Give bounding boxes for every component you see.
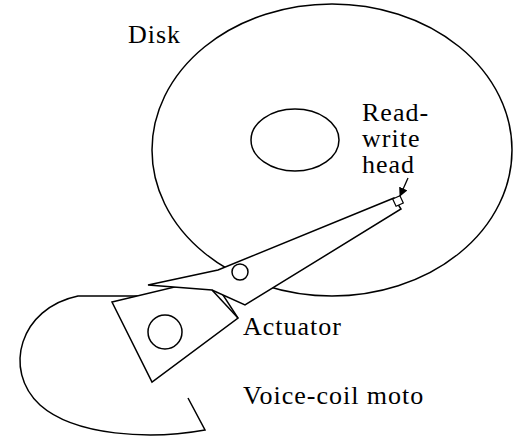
arm-hole: [232, 264, 248, 280]
leader-arrow: [400, 178, 408, 196]
arm-edge: [212, 290, 238, 318]
read-write-head: [393, 196, 404, 207]
part-label: Disk: [128, 22, 181, 48]
pivot-bearing: [148, 315, 182, 349]
part-label: Read- write head: [362, 100, 432, 178]
part-label: Voice-coil moto: [243, 383, 424, 409]
part-label: Actuator: [243, 314, 342, 340]
actuator-arm: [148, 198, 401, 305]
disk-hub: [251, 109, 339, 171]
